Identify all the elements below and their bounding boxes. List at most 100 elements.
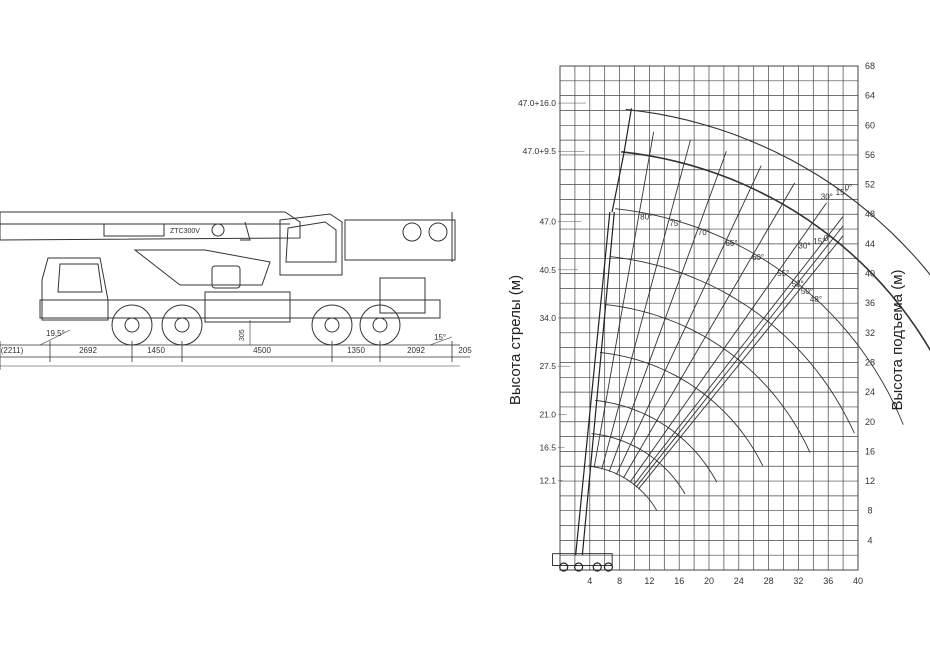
luffing-cylinder	[133, 249, 271, 286]
y-tick-56: 56	[865, 150, 875, 160]
boom-length-0: 12.1	[539, 475, 556, 485]
chart-boom-right	[581, 212, 615, 556]
y-tick-44: 44	[865, 239, 875, 249]
carrier-frame	[39, 299, 441, 319]
chart-truck-wheel-0	[559, 562, 569, 572]
angle-label-8: 48°	[810, 295, 822, 304]
boom-length-4: 34.0	[539, 313, 556, 323]
boom-length-6: 47.0	[539, 217, 556, 227]
angle-label-6: 52°	[792, 280, 804, 289]
chart-boom	[552, 108, 633, 572]
x-tick-16: 16	[674, 576, 684, 586]
winch	[211, 265, 241, 289]
x-tick-24: 24	[734, 576, 744, 586]
boom-length-8: 47.0+16.0	[518, 98, 556, 108]
x-tick-20: 20	[704, 576, 714, 586]
jib-curve-0	[621, 151, 930, 352]
outrigger-box	[204, 291, 291, 323]
angle-label-7: 50°	[801, 287, 813, 296]
y-tick-4: 4	[867, 535, 872, 545]
approach-angle-label: 19.5°	[46, 329, 65, 338]
y-tick-20: 20	[865, 417, 875, 427]
boom-pivot	[211, 223, 225, 237]
wheel-4-hub	[372, 317, 388, 333]
departure-angle-label: 15°	[434, 333, 446, 342]
y-tick-12: 12	[865, 476, 875, 486]
height-mark-label: 305	[239, 329, 246, 341]
jib-angle-label-4: 15°	[813, 237, 825, 246]
boom-length-3: 27.5	[539, 361, 556, 371]
boom-length-5: 40.5	[539, 265, 556, 275]
jib-angle-label-5: 0°	[824, 234, 832, 243]
crane-cab-window	[285, 221, 337, 263]
x-tick-28: 28	[764, 576, 774, 586]
angle-label-1: 75°	[669, 219, 681, 228]
counterweight-drum-1	[402, 222, 422, 242]
angle-ray-60	[622, 182, 796, 479]
wheel-2	[161, 304, 203, 346]
counterweight-drum-2	[428, 222, 448, 242]
angle-label-3: 65°	[725, 239, 737, 248]
rear-outrigger	[379, 277, 426, 314]
angle-label-0: 80°	[640, 212, 652, 221]
angle-ray-52	[633, 216, 844, 486]
y-tick-24: 24	[865, 387, 875, 397]
wheel-1	[111, 304, 153, 346]
truck-dimension-3: 4500	[253, 346, 271, 355]
driver-cab-window	[57, 263, 103, 293]
range-curves	[587, 108, 930, 511]
y-left-axis-title: Высота стрелы (м)	[507, 275, 524, 405]
chart-truck-wheel-2	[592, 562, 602, 572]
y-tick-40: 40	[865, 269, 875, 279]
wheel-3-hub	[324, 317, 340, 333]
angle-label-5: 55°	[777, 269, 789, 278]
jib-angle-label-2: 0°	[845, 183, 853, 192]
truck-dimension-4: 1350	[347, 346, 365, 355]
boom-label-box	[103, 223, 165, 237]
driver-cab	[41, 257, 109, 321]
x-tick-40: 40	[853, 576, 863, 586]
wheel-3	[311, 304, 353, 346]
approach-angle-line	[39, 329, 71, 346]
angle-rays	[593, 131, 844, 490]
chart-boom-left	[575, 212, 611, 556]
y-tick-8: 8	[867, 506, 872, 516]
chart-truck-wheel-3	[603, 562, 614, 572]
angle-ray-48	[638, 235, 844, 490]
truck-model-text: ZTC300V	[170, 228, 200, 235]
range-curve-5	[610, 256, 855, 434]
dimension-ticks	[0, 341, 453, 370]
departure-angle-line	[429, 336, 453, 346]
x-tick-36: 36	[823, 576, 833, 586]
truck-dimension-2: 1450	[147, 346, 165, 355]
crane-cab	[279, 213, 343, 276]
crane-truck-drawing: ZTC300V	[0, 211, 470, 370]
angle-ray-65	[615, 165, 762, 475]
x-tick-32: 32	[793, 576, 803, 586]
truck-dimension-1: 2692	[79, 346, 97, 355]
wheel-1-hub	[124, 317, 140, 333]
truck-dimension-0: (2211)	[1, 346, 24, 355]
angle-label-2: 70°	[698, 228, 710, 237]
y-tick-60: 60	[865, 120, 875, 130]
y-tick-16: 16	[865, 446, 875, 456]
wheels	[111, 304, 401, 346]
angle-ray-80	[593, 131, 655, 468]
chart-truck-wheel-1	[574, 562, 584, 572]
range-curve-0	[587, 465, 658, 511]
range-curve-4	[605, 304, 811, 453]
x-tick-8: 8	[617, 576, 622, 586]
wheel-2-hub	[174, 317, 190, 333]
range-curve-6	[615, 208, 904, 425]
y-tick-68: 68	[865, 61, 875, 71]
boom-length-1: 16.5	[539, 443, 556, 453]
jib-angle-label-1: 15°	[836, 188, 848, 197]
y-tick-48: 48	[865, 209, 875, 219]
y-tick-32: 32	[865, 328, 875, 338]
angle-label-4: 60°	[752, 253, 764, 262]
y-right-axis-title: Высота подъема (м)	[889, 269, 906, 410]
angle-ray-50	[635, 225, 844, 488]
